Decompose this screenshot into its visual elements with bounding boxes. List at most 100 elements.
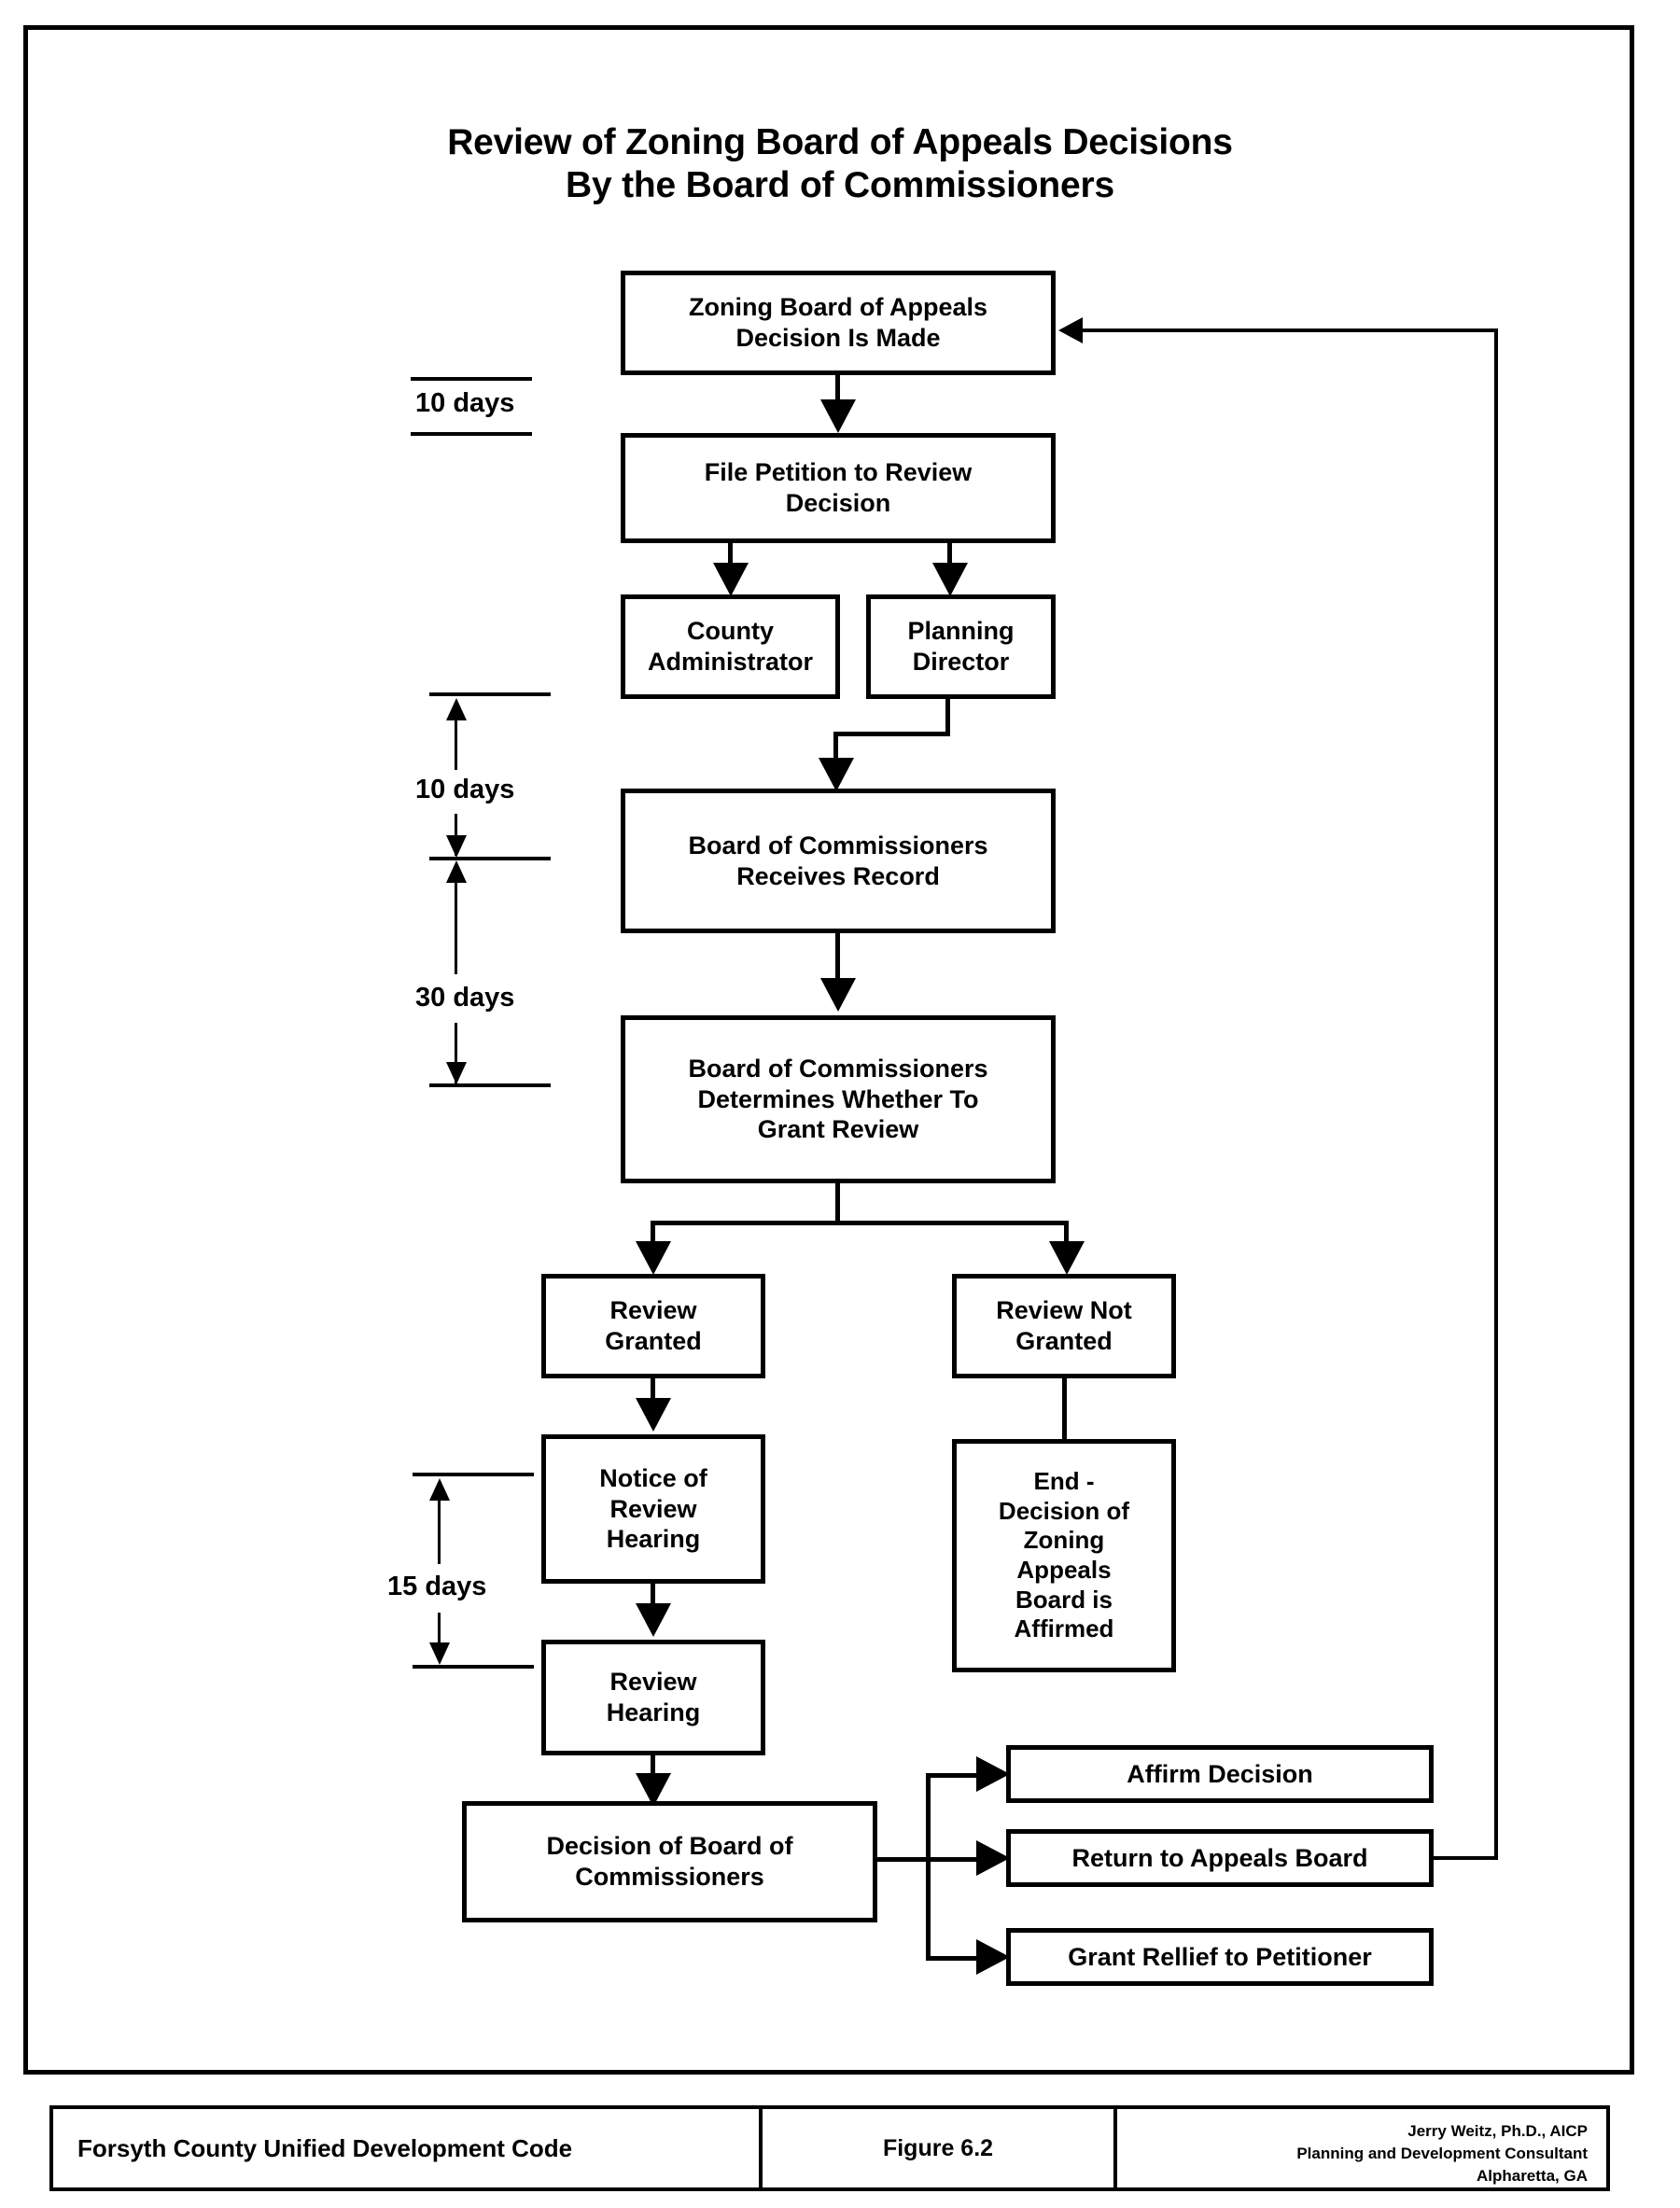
timing-rule-top-1 [411, 377, 532, 381]
footer-credit-line2: Planning and Development Consultant [1296, 2144, 1588, 2162]
node-notice-review-hearing[interactable]: Notice of Review Hearing [541, 1434, 765, 1584]
arrowhead-feedback-to-zba [1058, 317, 1083, 343]
page-title: Review of Zoning Board of Appeals Decisi… [187, 121, 1493, 207]
arrowhead-review-not-granted [1049, 1241, 1085, 1275]
feedback-loop-up [1494, 328, 1498, 1858]
node-grant-relief-to-petitioner[interactable]: Grant Rellief to Petitioner [1006, 1928, 1434, 1986]
node-boc-receives-record-line2: Receives Record [736, 861, 940, 890]
connector-zba-to-petition [835, 375, 840, 409]
arrowhead-review-granted [636, 1241, 671, 1275]
timing-stem-4b [438, 1613, 441, 1654]
timing-label-3: 30 days [415, 983, 515, 1013]
node-county-administrator-line2: Administrator [647, 648, 814, 676]
timing-arrow-up-3 [446, 860, 467, 883]
connector-not-granted-to-end [1062, 1378, 1067, 1441]
timing-arrow-down-3 [446, 1062, 467, 1084]
node-notice-review-hearing-line3: Hearing [606, 1525, 701, 1554]
node-file-petition-line2: Decision [785, 489, 891, 517]
timing-arrow-down-2 [446, 835, 467, 858]
node-return-to-appeals-board[interactable]: Return to Appeals Board [1006, 1829, 1434, 1887]
footer-figure-cell: Figure 6.2 [763, 2109, 1117, 2187]
connector-granted-to-notice [651, 1378, 655, 1408]
arrowhead-director-to-boc [819, 758, 854, 791]
node-review-not-granted-line1: Review Not [996, 1296, 1132, 1325]
node-boc-determines-review-line1: Board of Commissioners [688, 1054, 988, 1083]
arrowhead-receives-to-determines [820, 978, 856, 1012]
node-end-decision-affirmed-line2: Decision of [998, 1496, 1130, 1525]
node-notice-review-hearing-line2: Review [609, 1494, 697, 1523]
node-review-granted-line1: Review [609, 1296, 697, 1325]
node-end-decision-affirmed[interactable]: End - Decision of Zoning Appeals Board i… [952, 1439, 1176, 1672]
connector-director-to-boc [833, 732, 838, 766]
arrowhead-petition-to-admin [713, 563, 749, 596]
node-review-not-granted-line2: Granted [1015, 1327, 1113, 1355]
node-decision-of-boc[interactable]: Decision of Board of Commissioners [462, 1801, 877, 1922]
figure-footer: Forsyth County Unified Development Code … [49, 2105, 1610, 2191]
footer-figure-number: Figure 6.2 [882, 2134, 994, 2161]
node-review-hearing[interactable]: Review Hearing [541, 1640, 765, 1755]
node-end-decision-affirmed-line5: Board is [1015, 1585, 1113, 1614]
node-boc-determines-review[interactable]: Board of Commissioners Determines Whethe… [621, 1015, 1056, 1183]
node-planning-director[interactable]: Planning Director [866, 594, 1056, 699]
footer-code-cell: Forsyth County Unified Development Code [53, 2109, 763, 2187]
arrowhead-grant-relief [976, 1939, 1010, 1975]
page-title-line2: By the Board of Commissioners [566, 165, 1114, 206]
timing-rule-top-4 [413, 1473, 534, 1476]
node-decision-of-boc-line2: Commissioners [575, 1863, 764, 1891]
node-end-decision-affirmed-line4: Appeals [1016, 1556, 1112, 1584]
timing-rule-bottom-1 [411, 432, 532, 436]
timing-rule-mid [429, 857, 551, 860]
timing-stem-3a [455, 881, 457, 974]
page-border [23, 25, 1634, 2075]
node-review-not-granted[interactable]: Review Not Granted [952, 1274, 1176, 1378]
timing-label-1: 10 days [415, 388, 515, 418]
connector-petition-to-director [947, 543, 952, 571]
node-return-to-appeals-board-label: Return to Appeals Board [1071, 1843, 1368, 1872]
node-file-petition-line1: File Petition to Review [704, 458, 973, 487]
node-affirm-decision[interactable]: Affirm Decision [1006, 1745, 1434, 1803]
node-planning-director-line1: Planning [907, 617, 1015, 646]
node-end-decision-affirmed-line3: Zoning [1023, 1526, 1105, 1555]
arrowhead-zba-to-petition [820, 399, 856, 433]
timing-stem-2b [455, 814, 457, 856]
fanout-spine [926, 1773, 931, 1960]
timing-rule-bottom-3 [429, 1083, 551, 1087]
node-end-decision-affirmed-line1: End - [1033, 1466, 1095, 1495]
node-boc-receives-record[interactable]: Board of Commissioners Receives Record [621, 789, 1056, 933]
branch-bar-grant-review [651, 1221, 1069, 1225]
connector-director-down [945, 699, 950, 735]
node-county-administrator[interactable]: County Administrator [621, 594, 840, 699]
fanout-branch-affirm [926, 1773, 987, 1778]
node-affirm-decision-label: Affirm Decision [1127, 1759, 1313, 1788]
node-zba-decision[interactable]: Zoning Board of Appeals Decision Is Made [621, 271, 1056, 375]
footer-credit-cell: Jerry Weitz, Ph.D., AICP Planning and De… [1117, 2109, 1606, 2187]
arrowhead-granted-to-notice [636, 1398, 671, 1432]
branch-left-arm [651, 1221, 655, 1249]
node-file-petition[interactable]: File Petition to Review Decision [621, 433, 1056, 543]
fanout-stem [877, 1857, 933, 1862]
connector-receives-to-determines [835, 933, 840, 989]
timing-rule-top-2 [429, 692, 551, 696]
arrowhead-affirm-decision [976, 1756, 1010, 1792]
connector-notice-to-hearing [651, 1584, 655, 1614]
footer-credit-line1: Jerry Weitz, Ph.D., AICP [1407, 2121, 1588, 2140]
page-title-line1: Review of Zoning Board of Appeals Decisi… [447, 122, 1233, 162]
timing-stem-4a [438, 1499, 441, 1564]
node-review-granted[interactable]: Review Granted [541, 1274, 765, 1378]
feedback-loop-top [1083, 328, 1497, 332]
footer-code-label: Forsyth County Unified Development Code [77, 2133, 573, 2162]
connector-petition-to-admin [728, 543, 733, 571]
arrowhead-return-appeals [976, 1840, 1010, 1876]
timing-label-2: 10 days [415, 775, 515, 804]
feedback-loop-right [1434, 1856, 1498, 1860]
connector-director-left [833, 732, 950, 736]
branch-stem-grant-review [835, 1183, 840, 1225]
timing-rule-bottom-4 [413, 1665, 534, 1669]
node-review-hearing-line2: Hearing [606, 1698, 701, 1726]
branch-right-arm [1064, 1221, 1069, 1249]
timing-arrow-up-4 [429, 1478, 450, 1501]
node-review-hearing-line1: Review [609, 1668, 697, 1697]
node-county-administrator-line1: County [687, 617, 774, 646]
node-boc-receives-record-line1: Board of Commissioners [688, 831, 988, 859]
